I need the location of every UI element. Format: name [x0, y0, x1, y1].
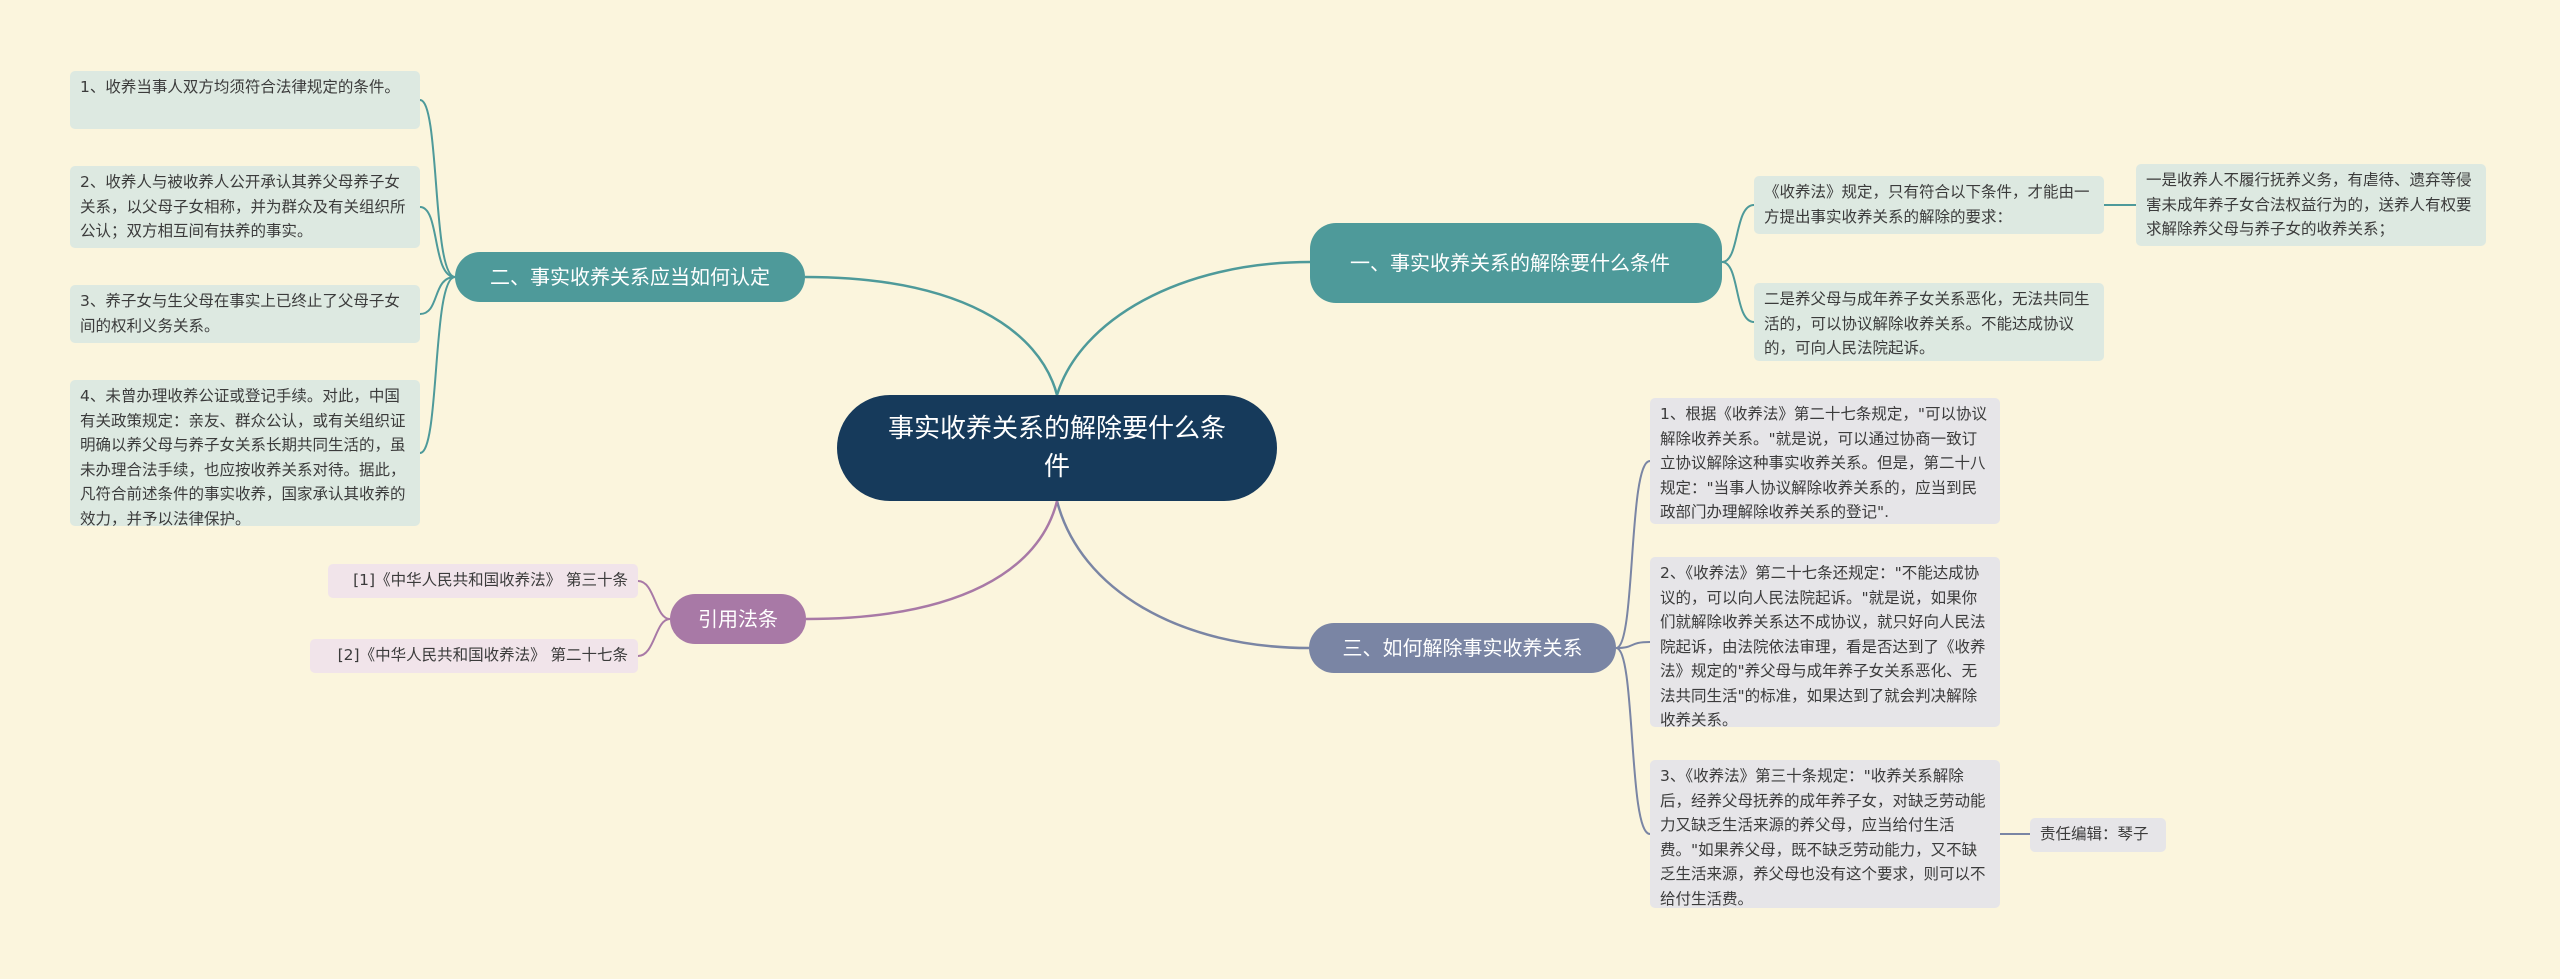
- leaf-law-conditions[interactable]: 《收养法》规定，只有符合以下条件，才能由一方提出事实收养关系的解除的要求：: [1754, 176, 2104, 234]
- leaf-editor[interactable]: 责任编辑：琴子: [2030, 818, 2166, 852]
- leaf-relationship-deteriorated[interactable]: 二是养父母与成年养子女关系恶化，无法共同生活的，可以协议解除收养关系。不能达成协…: [1754, 283, 2104, 361]
- leaf-text: 一是收养人不履行抚养义务，有虐待、遗弃等侵害未成年养子女合法权益行为的，送养人有…: [2146, 171, 2472, 238]
- branch-label: 二、事实收养关系应当如何认定: [490, 265, 770, 289]
- leaf-dissolve-3[interactable]: 3、《收养法》第三十条规定："收养关系解除后，经养父母抚养的成年养子女，对缺乏劳…: [1650, 760, 2000, 908]
- leaf-dissolve-1[interactable]: 1、根据《收养法》第二十七条规定，"可以协议解除收养关系。"就是说，可以通过协商…: [1650, 398, 2000, 524]
- link-root-branch3: [1055, 500, 1310, 650]
- leaf-text: 1、根据《收养法》第二十七条规定，"可以协议解除收养关系。"就是说，可以通过协商…: [1660, 405, 1987, 521]
- link-b2-leaf2: [419, 206, 456, 278]
- branch-dissolution-conditions[interactable]: 一、事实收养关系的解除要什么条件: [1310, 223, 1722, 303]
- leaf-determine-2[interactable]: 2、收养人与被收养人公开承认其养父母养子女关系，以父母子女相称，并为群众及有关组…: [70, 166, 420, 248]
- leaf-text: [1]《中华人民共和国收养法》 第三十条: [353, 571, 628, 589]
- leaf-text: 《收养法》规定，只有符合以下条件，才能由一方提出事实收养关系的解除的要求：: [1764, 183, 2090, 226]
- leaf-dissolve-2[interactable]: 2、《收养法》第二十七条还规定："不能达成协议的，可以向人民法院起诉。"就是说，…: [1650, 557, 2000, 729]
- branch-label: 一、事实收养关系的解除要什么条件: [1350, 251, 1670, 275]
- leaf-text: 4、未曾办理收养公证或登记手续。对此，中国有关政策规定：亲友、群众公认，或有关组…: [80, 387, 406, 528]
- branch-cited-laws[interactable]: 引用法条: [670, 594, 806, 644]
- link-b4-leaf2: [637, 618, 671, 657]
- leaf-text: 二是养父母与成年养子女关系恶化，无法共同生活的，可以协议解除收养关系。不能达成协…: [1764, 290, 2090, 357]
- branch-label: 三、如何解除事实收养关系: [1342, 636, 1583, 660]
- link-b1-leaf2: [1721, 261, 1755, 323]
- link-root-branch2: [804, 275, 1059, 396]
- leaf-determine-1[interactable]: 1、收养当事人双方均须符合法律规定的条件。: [70, 71, 420, 129]
- root-topic-label: 事实收养关系的解除要什么条件: [887, 414, 1226, 482]
- branch-how-to-dissolve[interactable]: 三、如何解除事实收养关系: [1309, 623, 1616, 673]
- leaf-text: 2、收养人与被收养人公开承认其养父母养子女关系，以父母子女相称，并为群众及有关组…: [80, 173, 406, 240]
- leaf-text: 责任编辑：琴子: [2040, 825, 2149, 843]
- link-b3-leaf1: [1615, 460, 1651, 649]
- leaf-text: [2]《中华人民共和国收养法》 第二十七条: [337, 646, 628, 664]
- branch-how-to-determine[interactable]: 二、事实收养关系应当如何认定: [455, 252, 805, 302]
- link-root-branch1: [1055, 260, 1311, 396]
- leaf-text: 3、养子女与生父母在事实上已终止了父母子女间的权利义务关系。: [80, 292, 400, 335]
- link-b1-leaf1: [1721, 204, 1755, 263]
- leaf-text: 1、收养当事人双方均须符合法律规定的条件。: [80, 78, 400, 96]
- link-b4-leaf1: [637, 580, 671, 620]
- link-root-branch4: [805, 500, 1059, 621]
- leaf-adopter-fails-duty[interactable]: 一是收养人不履行抚养义务，有虐待、遗弃等侵害未成年养子女合法权益行为的，送养人有…: [2136, 164, 2486, 246]
- link-b3-leaf2: [1615, 641, 1651, 649]
- leaf-text: 3、《收养法》第三十条规定："收养关系解除后，经养父母抚养的成年养子女，对缺乏劳…: [1660, 767, 1986, 908]
- link-b3-leaf3: [1615, 647, 1651, 835]
- branch-label: 引用法条: [698, 607, 778, 631]
- leaf-cited-law-2[interactable]: [2]《中华人民共和国收养法》 第二十七条: [310, 639, 638, 673]
- leaf-determine-3[interactable]: 3、养子女与生父母在事实上已终止了父母子女间的权利义务关系。: [70, 285, 420, 343]
- root-topic[interactable]: 事实收养关系的解除要什么条件: [837, 395, 1277, 501]
- link-b2-leaf3: [419, 276, 456, 315]
- link-b2-leaf4: [419, 276, 456, 454]
- leaf-cited-law-1[interactable]: [1]《中华人民共和国收养法》 第三十条: [328, 564, 638, 598]
- leaf-text: 2、《收养法》第二十七条还规定："不能达成协议的，可以向人民法院起诉。"就是说，…: [1660, 564, 1986, 729]
- link-b2-leaf1: [419, 99, 456, 278]
- leaf-determine-4[interactable]: 4、未曾办理收养公证或登记手续。对此，中国有关政策规定：亲友、群众公认，或有关组…: [70, 380, 420, 528]
